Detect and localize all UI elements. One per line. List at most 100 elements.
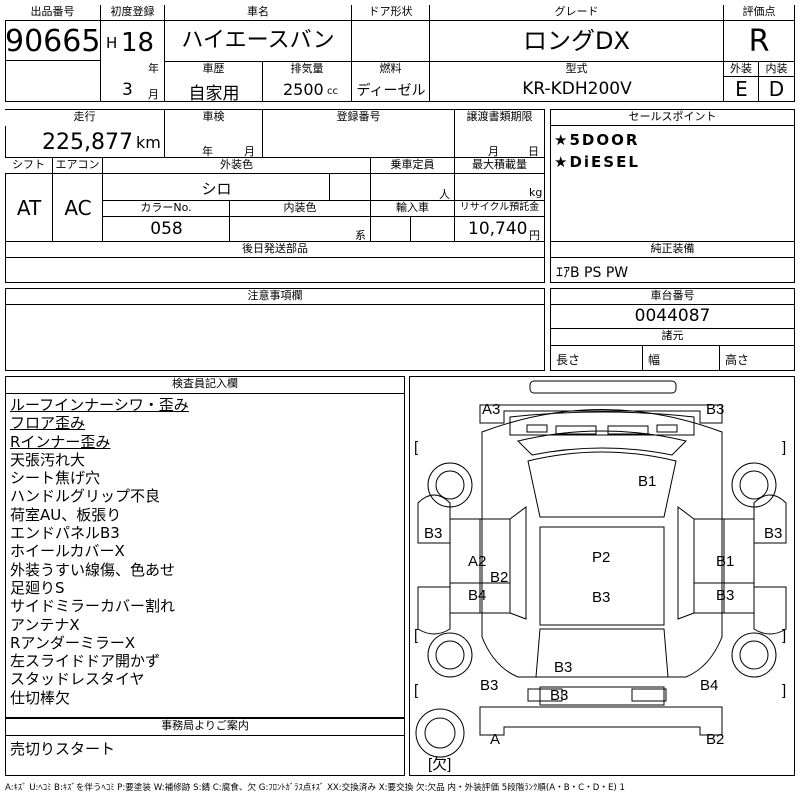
divider: [5, 157, 545, 158]
inspector-note-line: 足廻りS: [10, 578, 65, 597]
mileage-value: 225,877: [42, 130, 133, 155]
divider: [165, 61, 724, 62]
left-front-fender: [417, 494, 451, 544]
transfer-day-unit: 日: [528, 145, 539, 158]
inspection-label: 車検: [165, 110, 263, 126]
front-bumper: [529, 380, 677, 394]
lot-cell: [5, 5, 101, 102]
insp-cell: [165, 126, 263, 158]
bracket-mark: ]: [782, 439, 786, 456]
ext-cell: [724, 77, 759, 102]
history-value: 自家用: [188, 84, 240, 104]
sales-point-2: ★DiESEL: [554, 153, 640, 171]
right-pillar: [677, 506, 695, 620]
color-no-value: 058: [150, 219, 183, 239]
chassis-box: [550, 288, 795, 371]
ac-label: エアコン: [53, 158, 103, 174]
damage-mark: B3: [764, 525, 782, 542]
front-lamp-right: [656, 424, 678, 433]
grade-label: グレード: [430, 5, 723, 21]
capacity-label: 乗車定員: [371, 158, 455, 174]
import-label: 輸入車: [371, 201, 455, 217]
damage-mark: B3: [716, 587, 734, 604]
recycle-value: 10,740: [468, 219, 528, 239]
interior-color-unit: 系: [355, 229, 366, 242]
inspector-note-line: 外装うすい線傷、色あせ: [10, 560, 176, 579]
dims-cell: [643, 346, 720, 370]
ac-value: AC: [64, 196, 92, 220]
first-reg-cell: [101, 5, 165, 102]
inspector-note-line: フロア歪み: [10, 414, 86, 433]
rear-panel: [539, 686, 665, 706]
notes-label: 注意事項欄: [6, 289, 544, 305]
chassis-cell: [551, 305, 794, 329]
damage-mark: B4: [468, 587, 486, 604]
door-label: ドア形状: [352, 5, 429, 21]
model-value: KR-KDH200V: [522, 79, 632, 99]
damage-mark: B1: [716, 553, 734, 570]
fuel-value: ディーゼル: [356, 83, 426, 99]
disp-cell: [263, 77, 352, 102]
inspector-note-line: Rインナー歪み: [10, 432, 111, 451]
damage-mark: B3: [554, 659, 572, 676]
front-left-wheel: [427, 462, 473, 508]
back-door: [535, 628, 669, 678]
front-right-wheel: [731, 462, 777, 508]
colorno-cell: [103, 217, 230, 242]
genuine-equipment-label: 純正装備: [551, 242, 794, 258]
rear-left-wheel: [427, 632, 473, 678]
interior-label: 内装: [759, 62, 794, 77]
color-sub-cell: [330, 174, 371, 201]
score-label: 評価点: [724, 5, 794, 21]
plate-label: 登録番号: [263, 110, 455, 126]
shift-label: シフト: [5, 158, 53, 174]
width-label: 幅: [648, 353, 661, 367]
inspector-note-line: エンドパネルB3: [10, 524, 120, 543]
divider: [5, 60, 100, 61]
bracket-marks: [][][]: [414, 439, 786, 699]
bracket-mark: [: [414, 627, 419, 644]
damage-mark: B4: [700, 677, 718, 694]
windshield: [517, 430, 687, 456]
inspector-notes-label: 検査員記入欄: [6, 377, 404, 394]
load-unit: kg: [529, 186, 543, 199]
body-outline: [481, 409, 723, 678]
color-cell: [103, 174, 330, 201]
capacity-cell: [371, 174, 455, 201]
transfer-label: 譲渡書類期限: [455, 110, 544, 126]
first-reg-month: 3: [122, 80, 133, 100]
dims-cell: [551, 346, 643, 370]
inspector-note-line: 天張汚れ大: [10, 450, 86, 469]
sales-points-label: セールスポイント: [551, 110, 794, 126]
damage-mark: A: [490, 731, 500, 748]
sales-point-1: ★5DOOR: [554, 131, 640, 149]
damage-mark: B2: [706, 731, 724, 748]
roof: [539, 526, 665, 626]
mileage-label: 走行: [5, 110, 165, 126]
bracket-mark: ]: [782, 682, 786, 699]
bracket-mark: [: [414, 439, 419, 456]
color-value: シロ: [201, 180, 232, 198]
spare-tire: [415, 708, 465, 758]
color-no-label: カラーNo.: [103, 201, 230, 217]
left-rear-fender: [417, 586, 451, 635]
fuel-label: 燃料: [352, 62, 430, 77]
displacement-value: 2500: [283, 80, 324, 99]
later-parts-label: 後日発送部品: [6, 242, 544, 258]
office-notice-label: 事務局よりご案内: [6, 719, 404, 736]
rear-lamp-right: [631, 688, 667, 702]
right-front-fender: [753, 494, 787, 544]
rear-right-hub: [739, 640, 769, 670]
import-sub-cell: [411, 217, 455, 242]
lot-number: 90665: [5, 24, 101, 59]
damage-mark: B3: [480, 677, 498, 694]
car-name: ハイエースバン: [181, 28, 335, 53]
shift-value: AT: [16, 196, 42, 220]
door-cell: [352, 5, 430, 62]
genuine-equipment-box: [550, 241, 795, 283]
displacement-unit: cc: [327, 86, 338, 97]
plate-cell: [263, 126, 455, 158]
rear-bumper: [479, 706, 723, 736]
inspector-note-line: ホイールカバーX: [10, 542, 125, 561]
inspector-note-line: RアンダーミラーX: [10, 633, 136, 652]
